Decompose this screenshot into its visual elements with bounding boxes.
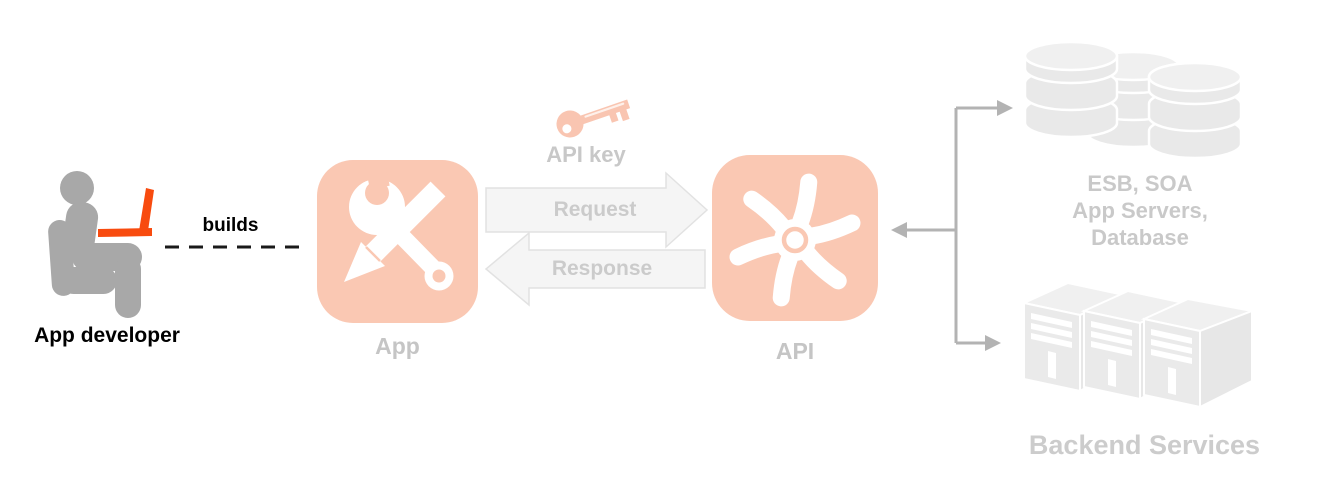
arrow-to-api: [891, 222, 907, 238]
arrow-to-servers: [985, 335, 1001, 351]
api-key-icon: [556, 99, 631, 138]
response-label: Response: [551, 257, 653, 280]
wrench-pencil-icon: [344, 159, 454, 291]
esb-soa-label: ESB, SOA App Servers, Database: [1040, 170, 1240, 251]
backend-services-label: Backend Services: [1028, 430, 1261, 460]
esb-line-2: App Servers,: [1072, 198, 1208, 223]
app-developer-label: App developer: [34, 324, 180, 347]
app-developer-icon: [48, 171, 154, 318]
spark-gear-icon: [729, 173, 861, 307]
request-label: Request: [553, 198, 637, 221]
laptop-icon: [98, 188, 154, 237]
api-label: API: [775, 338, 815, 364]
app-tile: [317, 159, 478, 323]
app-label: App: [375, 333, 420, 359]
builds-label: builds: [202, 215, 259, 236]
server-towers-icon: [1022, 281, 1256, 409]
api-tile: [712, 155, 878, 321]
database-cylinders-icon: [1024, 40, 1243, 160]
esb-line-3: Database: [1091, 225, 1189, 250]
request-arrow: [485, 171, 709, 249]
backend-connector-arrows: [891, 100, 1013, 351]
request-response-arrows: [484, 171, 709, 307]
response-arrow: [484, 231, 706, 307]
api-key-label: API key: [546, 142, 626, 167]
esb-line-1: ESB, SOA: [1087, 171, 1193, 196]
builds-dashed-line: [165, 245, 303, 249]
arrow-to-databases: [997, 100, 1013, 116]
